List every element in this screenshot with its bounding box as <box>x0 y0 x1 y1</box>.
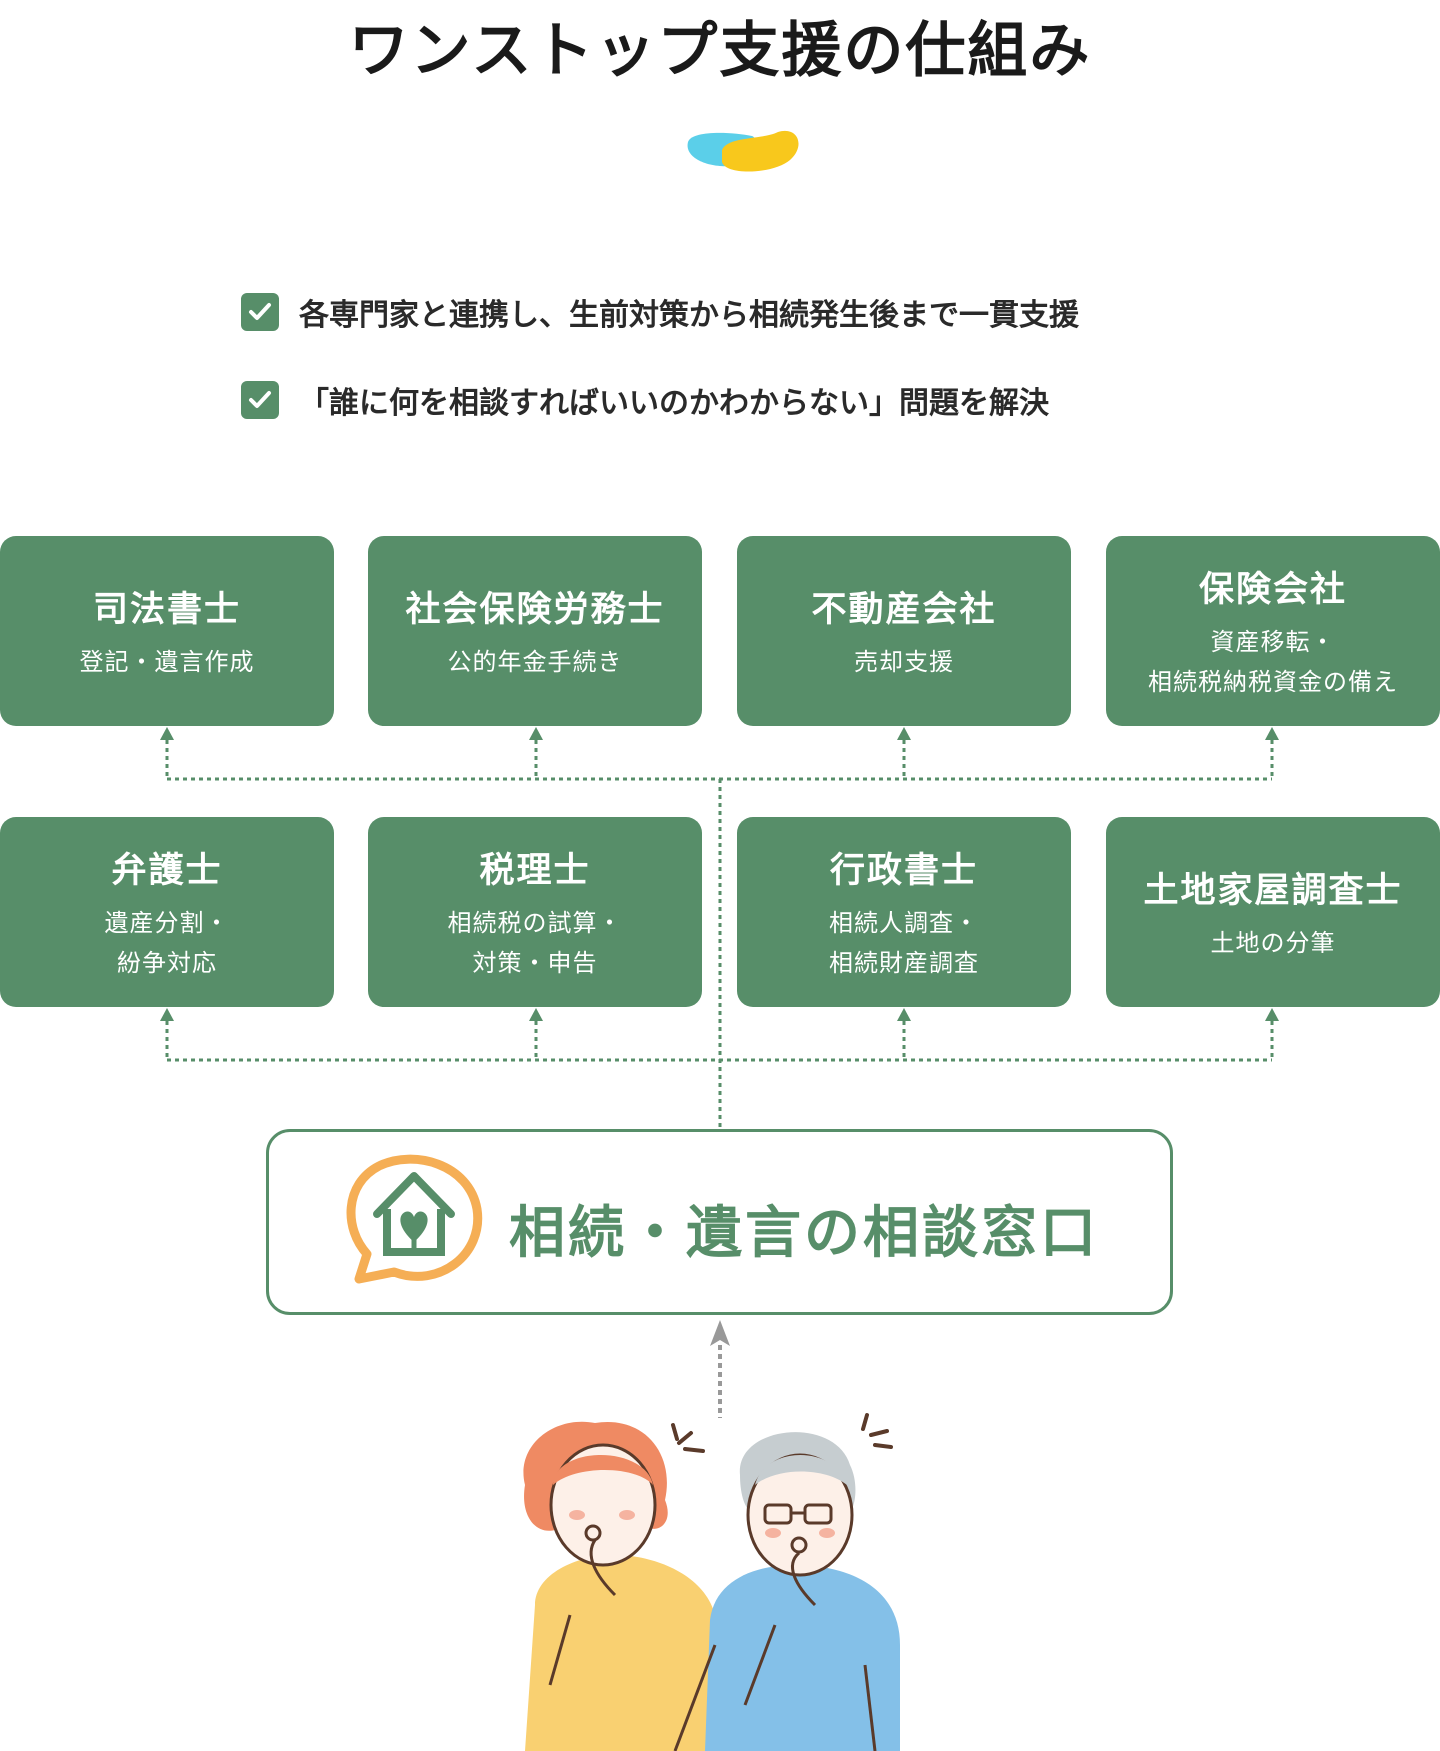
arrow-up-icon <box>160 727 174 740</box>
expert-card-labor-consultant: 社会保険労務士 公的年金手続き <box>368 536 702 726</box>
expert-desc: 資産移転・ <box>1210 627 1336 656</box>
arrow-up-icon <box>1265 1008 1279 1021</box>
arrow-up-icon <box>1265 727 1279 740</box>
expert-title: 不動産会社 <box>811 589 997 630</box>
decorative-blob-icon <box>687 130 799 172</box>
checklist-text: 各専門家と連携し、生前対策から相続発生後まで一貫支援 <box>299 298 1079 333</box>
expert-title: 弁護士 <box>111 850 223 891</box>
expert-desc: 公的年金手続き <box>447 647 623 676</box>
consultation-desk-box: 相続・遺言の相談窓口 <box>266 1129 1173 1315</box>
expert-desc: 対策・申告 <box>472 948 598 977</box>
page-title: ワンストップ支援の仕組み <box>348 16 1092 86</box>
expert-desc: 土地の分筆 <box>1210 928 1336 957</box>
arrow-up-icon <box>160 1008 174 1021</box>
expert-card-real-estate: 不動産会社 売却支援 <box>737 536 1071 726</box>
expert-card-land-surveyor: 土地家屋調査士 土地の分筆 <box>1106 817 1440 1007</box>
arrow-up-icon <box>710 1320 730 1346</box>
expert-desc: 紛争対応 <box>117 948 217 977</box>
expert-title: 保険会社 <box>1198 569 1347 610</box>
house-heart-speech-bubble-icon <box>346 1154 483 1284</box>
expert-card-judicial-scrivener: 司法書士 登記・遺言作成 <box>0 536 334 726</box>
checklist-text: 「誰に何を相談すればいいのかわからない」問題を解決 <box>299 386 1049 421</box>
expert-title: 行政書士 <box>829 850 978 891</box>
expert-card-lawyer: 弁護士 遺産分割・ 紛争対応 <box>0 817 334 1007</box>
elderly-couple-illustration <box>523 1413 900 1751</box>
arrow-up-icon <box>529 1008 543 1021</box>
expert-desc: 登記・遺言作成 <box>79 647 255 676</box>
checkbox-checked-icon <box>241 381 279 419</box>
expert-title: 土地家屋調査士 <box>1143 870 1403 911</box>
expert-desc: 相続税納税資金の備え <box>1148 667 1398 696</box>
expert-desc: 相続財産調査 <box>829 948 979 977</box>
expert-card-tax-accountant: 税理士 相続税の試算・ 対策・申告 <box>368 817 702 1007</box>
arrow-up-icon <box>897 1008 911 1021</box>
expert-card-administrative-scrivener: 行政書士 相続人調査・ 相続財産調査 <box>737 817 1071 1007</box>
expert-title: 社会保険労務士 <box>405 589 665 630</box>
expert-desc: 遺産分割・ <box>104 908 230 937</box>
checkbox-checked-icon <box>241 293 279 331</box>
expert-title: 司法書士 <box>92 589 241 630</box>
expert-desc: 相続税の試算・ <box>447 908 623 937</box>
checklist-item: 「誰に何を相談すればいいのかわからない」問題を解決 <box>241 378 1049 422</box>
expert-desc: 売却支援 <box>854 647 954 676</box>
expert-card-insurance: 保険会社 資産移転・ 相続税納税資金の備え <box>1106 536 1440 726</box>
arrow-up-icon <box>529 727 543 740</box>
consultation-desk-label: 相続・遺言の相談窓口 <box>509 1201 1099 1266</box>
arrow-up-icon <box>897 727 911 740</box>
expert-desc: 相続人調査・ <box>829 908 979 937</box>
expert-title: 税理士 <box>479 850 591 891</box>
checklist-item: 各専門家と連携し、生前対策から相続発生後まで一貫支援 <box>241 290 1079 334</box>
